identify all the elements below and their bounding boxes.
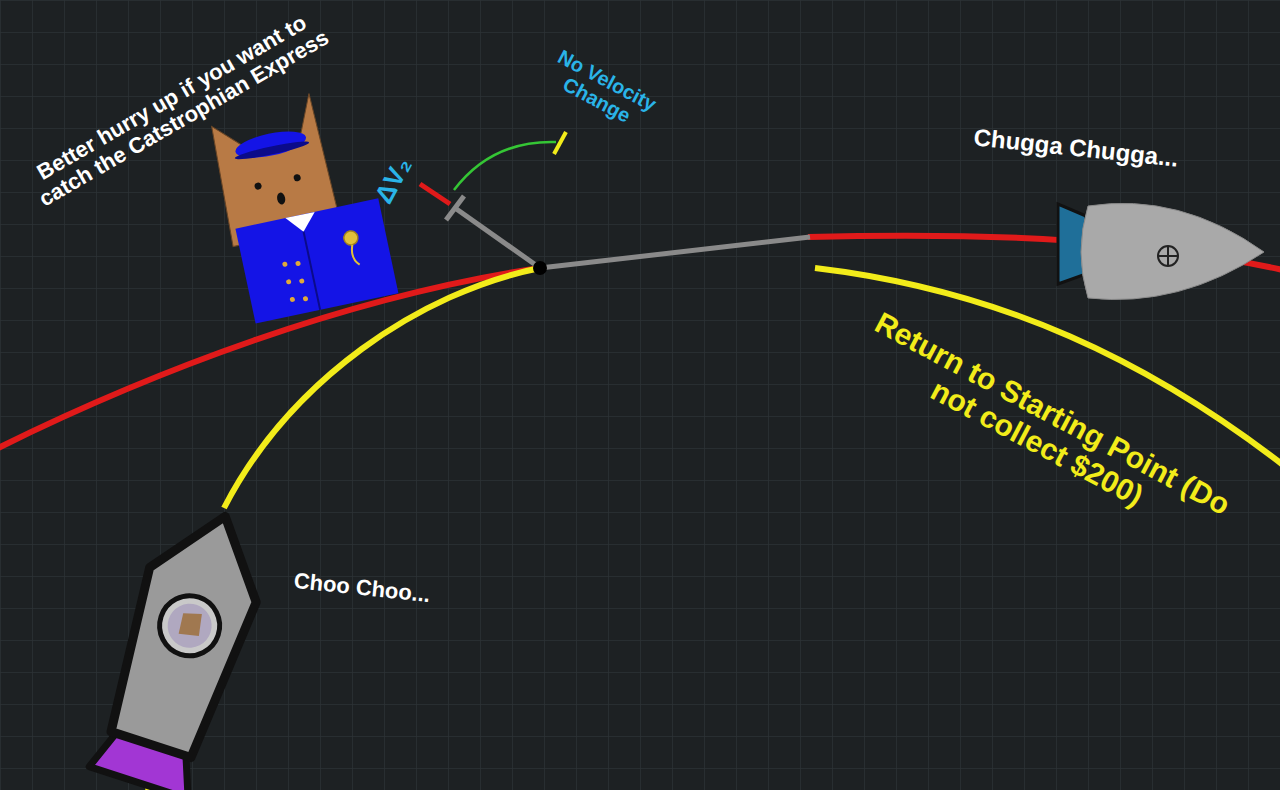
sound-label: Choo Choo... [251, 564, 472, 611]
delta-v-red [420, 184, 450, 204]
yellow-endbar [554, 132, 566, 154]
green-arc [454, 142, 556, 190]
callout-text: Better hurry up if you want to catch the… [10, 0, 346, 219]
player-rocket [85, 499, 278, 790]
express-rocket [1058, 203, 1264, 299]
burn-point [533, 261, 547, 275]
delta-v-label: ΔV₂ [362, 138, 425, 222]
arc-label: No Velocity Change [534, 40, 669, 140]
gray-segment [540, 237, 810, 268]
delta-v-vector [455, 208, 540, 268]
sound-label: Chugga Chugga... [945, 121, 1206, 174]
path-note: Return to Starting Point (Do not collect… [849, 303, 1242, 554]
vector-tbar [446, 196, 464, 220]
